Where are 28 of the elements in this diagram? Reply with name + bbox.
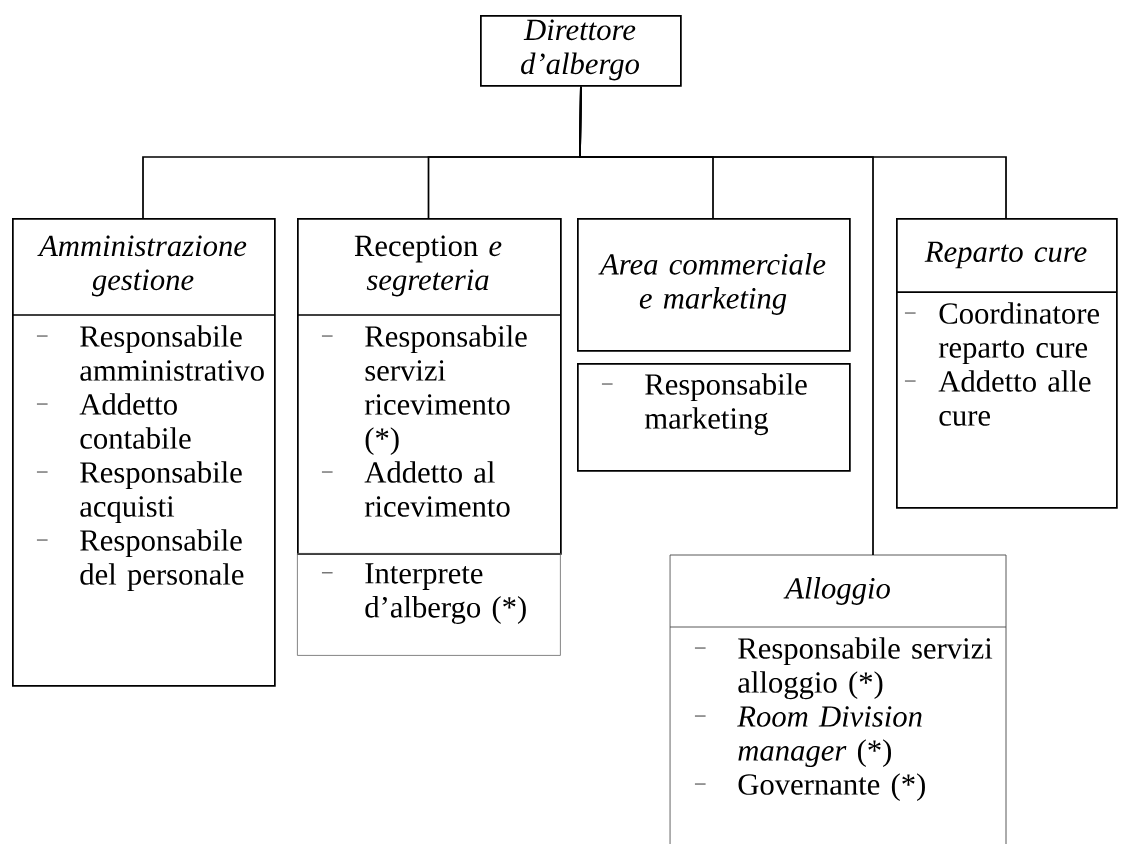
list-item: Governante (*) [694, 773, 925, 802]
header-text: Amministrazione gestione [37, 235, 247, 297]
department-box [11, 218, 276, 687]
header-text: Alloggio [783, 577, 890, 605]
list-item: Addetto al ricevimento [321, 461, 510, 517]
list-item: Responsabile marketing [601, 373, 807, 436]
list-item: Responsabile del personale [36, 529, 244, 592]
department-box [895, 218, 1118, 509]
department-box [577, 218, 851, 352]
list-item: Interprete d’albergo (*) [321, 563, 526, 624]
department-box [297, 553, 561, 656]
header-text: Reparto cure [924, 241, 1087, 269]
director-box [480, 15, 682, 87]
list-item: Responsabile amministrativo [36, 325, 264, 381]
list-item: Coordinatore reparto cure [904, 302, 1100, 365]
list-item: Responsabile servizi alloggio (*) [694, 637, 993, 700]
department-box [296, 218, 562, 555]
list-item: Responsabile servizi ricevimento (*) [321, 325, 527, 456]
department-box [577, 363, 851, 472]
header-text: Area commerciale e marketing [598, 253, 826, 315]
list-item: Addetto contabile [36, 393, 191, 449]
connector-line [579, 85, 874, 556]
department-box [669, 554, 1007, 844]
header-text: Direttore d’albergo [521, 19, 639, 81]
list-item: Addetto alle cure [904, 370, 1091, 426]
list-item: Room Division manager (*) [694, 706, 922, 768]
header-text: Reception e segreteria [354, 235, 502, 297]
list-item: Responsabile acquisti [36, 461, 242, 524]
